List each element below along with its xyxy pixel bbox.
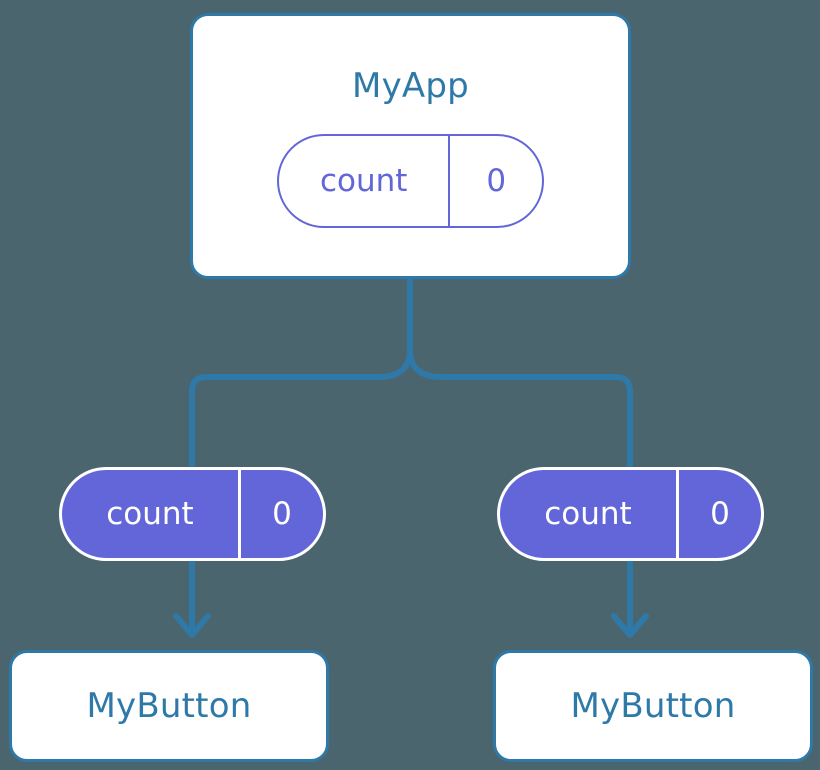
component-card-mybutton-left[interactable]: MyButton xyxy=(9,650,329,762)
props-pill-left-count[interactable]: count 0 xyxy=(59,467,326,561)
arrow-head-left-icon xyxy=(173,613,211,638)
state-pill-value: 0 xyxy=(448,136,542,226)
props-pill-value: 0 xyxy=(237,470,323,558)
props-pill-key: count xyxy=(106,495,194,532)
state-pill-myapp-count[interactable]: count 0 xyxy=(277,134,544,228)
component-title-mybutton-left: MyButton xyxy=(86,686,252,726)
arrow-head-right-icon xyxy=(611,613,649,638)
props-pill-key: count xyxy=(544,495,632,532)
state-pill-key: count xyxy=(319,162,408,199)
connector-split-right xyxy=(407,349,633,480)
connector-split-left xyxy=(189,349,413,480)
component-card-mybutton-right[interactable]: MyButton xyxy=(493,650,813,762)
component-title-mybutton-right: MyButton xyxy=(570,686,736,726)
props-pill-value: 0 xyxy=(675,470,761,558)
component-title-myapp: MyApp xyxy=(352,66,469,106)
props-pill-right-count[interactable]: count 0 xyxy=(497,467,764,561)
